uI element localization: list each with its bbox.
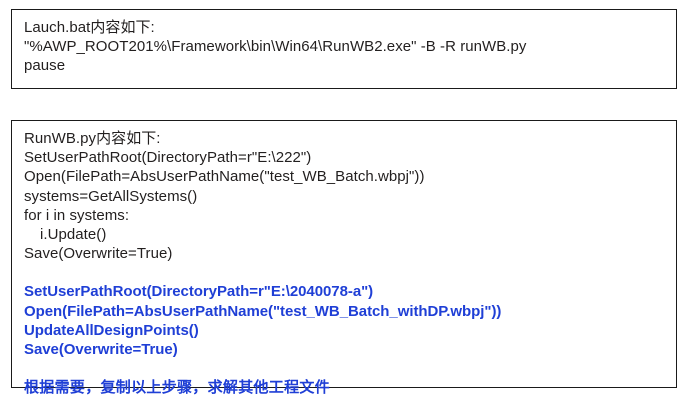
bat-code-line: pause [24,57,66,75]
py-highlighted-line: SetUserPathRoot(DirectoryPath=r"E:\20400… [24,283,374,301]
py-box-title: RunWB.py内容如下: [24,130,161,147]
py-code-line: i.Update() [40,226,107,244]
py-code-line: systems=GetAllSystems() [24,187,198,205]
python-script-box: RunWB.py内容如下: SetUserPathRoot(DirectoryP… [11,120,677,396]
py-highlighted-line: UpdateAllDesignPoints() [24,321,199,339]
bat-script-box: Lauch.bat内容如下: "%AWP_ROOT201%\Framework\… [11,9,677,89]
highlighted-code-block: SetUserPathRoot(DirectoryPath=r"E:\20400… [24,282,666,359]
py-code-line: for i in systems: [24,206,130,224]
py-code-line: SetUserPathRoot(DirectoryPath=r"E:\222") [24,149,312,167]
instruction-note: 根据需要，复制以上步骤，求解其他工程文件 [24,379,331,397]
py-highlighted-line: Open(FilePath=AbsUserPathName("test_WB_B… [24,302,502,320]
py-code-line: Open(FilePath=AbsUserPathName("test_WB_B… [24,168,425,186]
bat-code-line: "%AWP_ROOT201%\Framework\bin\Win64\RunWB… [24,38,527,56]
bat-box-title: Lauch.bat内容如下: [24,19,155,36]
py-code-line: Save(Overwrite=True) [24,245,173,263]
py-highlighted-line: Save(Overwrite=True) [24,341,178,359]
